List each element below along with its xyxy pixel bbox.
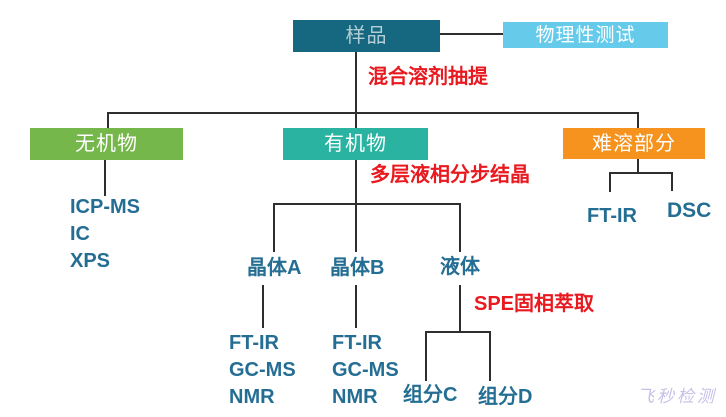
node-sample: 样品 [293, 20, 440, 52]
connector [355, 112, 357, 128]
connector [425, 331, 427, 381]
node-fraction-c: 组分C [403, 384, 458, 406]
methods-inorganic: ICP-MS IC XPS [70, 194, 140, 275]
connector [609, 172, 673, 174]
process-spe-extraction: SPE固相萃取 [474, 293, 595, 315]
method-item: ICP-MS [70, 196, 140, 218]
method-item: NMR [332, 386, 378, 408]
connector [440, 33, 503, 35]
method-item: FT-IR [332, 332, 382, 354]
connector [273, 203, 275, 252]
node-crystal-a: 晶体A [247, 257, 302, 279]
node-inorganic: 无机物 [30, 128, 183, 160]
node-physical-test: 物理性测试 [503, 22, 668, 48]
connector [459, 203, 461, 252]
process-solvent-extraction: 混合溶剂抽提 [368, 66, 488, 88]
method-insoluble-dsc: DSC [667, 199, 712, 222]
watermark: 飞秒检测 [637, 387, 717, 406]
method-item: GC-MS [332, 359, 399, 381]
connector [355, 285, 357, 328]
node-liquid: 液体 [440, 256, 480, 278]
connector [489, 331, 491, 381]
method-item: NMR [229, 386, 275, 408]
method-item: XPS [70, 250, 111, 272]
connector [425, 331, 491, 333]
connector [637, 112, 639, 128]
method-insoluble-ftir: FT-IR [587, 205, 637, 227]
connector [355, 52, 357, 112]
connector [355, 203, 357, 252]
connector [355, 160, 357, 203]
methods-crystal-b: FT-IR GC-MS NMR [332, 330, 399, 411]
methods-crystal-a: FT-IR GC-MS NMR [229, 330, 296, 411]
connector [104, 160, 106, 196]
node-crystal-b: 晶体B [330, 257, 385, 279]
node-organic: 有机物 [283, 128, 428, 160]
connector [671, 172, 673, 191]
connector [273, 203, 461, 205]
connector [107, 112, 109, 128]
connector [107, 112, 639, 114]
connector [609, 172, 611, 192]
connector [262, 285, 264, 328]
node-insoluble: 难溶部分 [563, 128, 705, 159]
method-item: GC-MS [229, 359, 296, 381]
method-item: IC [70, 223, 90, 245]
process-fractional-crystallization: 多层液相分步结晶 [370, 164, 530, 186]
method-item: FT-IR [229, 332, 279, 354]
connector [637, 159, 639, 172]
node-fraction-d: 组分D [478, 386, 533, 408]
connector [459, 285, 461, 331]
